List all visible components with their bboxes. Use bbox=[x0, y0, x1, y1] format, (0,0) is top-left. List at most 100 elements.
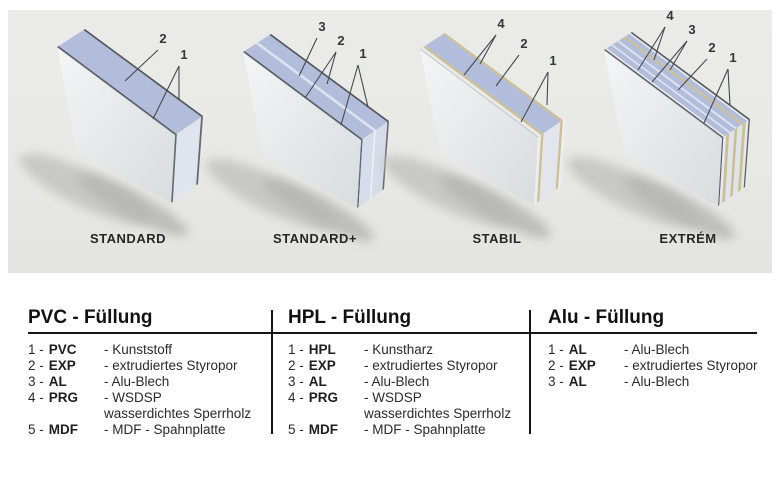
panel-side-face-layer bbox=[382, 121, 389, 191]
callout-line bbox=[152, 65, 180, 120]
panel-illustration-standard-plus: 321 bbox=[205, 19, 389, 242]
item-desc: - extrudiertes Styropor bbox=[364, 358, 498, 373]
panel-front-face bbox=[604, 50, 722, 206]
item-abbr: MDF bbox=[308, 422, 339, 437]
item-abbr: EXP bbox=[48, 358, 76, 373]
panel-top-face-layer bbox=[444, 31, 566, 121]
panel-top-face-layer bbox=[243, 51, 363, 141]
panel-side-face-layer bbox=[369, 129, 376, 200]
legend-item: 3 -AL - Alu-Blech bbox=[28, 374, 266, 390]
panel-side-face-layer bbox=[743, 119, 750, 188]
item-abbr: AL bbox=[308, 374, 327, 389]
panel-side-face-layer bbox=[558, 118, 566, 189]
item-key: 4 - PRG bbox=[288, 390, 364, 406]
panel-front-face bbox=[243, 52, 361, 208]
panel-front-face bbox=[420, 49, 538, 205]
legend-items: 1 -HPL - Kunstharz 2 -EXP - extrudiertes… bbox=[288, 342, 526, 438]
callout-number: 1 bbox=[729, 50, 736, 65]
callout-number: 2 bbox=[159, 31, 166, 46]
callout-line bbox=[326, 51, 337, 85]
panel-side-face-layer bbox=[719, 135, 727, 206]
callout-line bbox=[495, 54, 520, 87]
panel-side-face-layer bbox=[737, 121, 746, 192]
panel-top-face-layer bbox=[258, 34, 388, 130]
item-abbr: EXP bbox=[568, 358, 596, 373]
panel-top-face-layer bbox=[604, 49, 724, 138]
panel-side-face-layer bbox=[357, 138, 363, 208]
legend-item: 1 -HPL - Kunstharz bbox=[288, 342, 526, 358]
item-desc: wasserdichtes Sperrholz bbox=[104, 406, 252, 421]
panel-shadow bbox=[77, 173, 189, 237]
callout-number: 1 bbox=[180, 47, 187, 62]
panel-top-face-layer bbox=[630, 32, 750, 120]
item-key: 3 - AL bbox=[548, 374, 624, 390]
item-number: 1 - bbox=[28, 342, 44, 357]
legend-column-title: Alu - Füllung bbox=[548, 307, 665, 328]
panel-illustration-standard: 21 bbox=[19, 29, 203, 237]
legend-item: 2 -EXP - extrudiertes Styropor bbox=[288, 358, 526, 374]
panel-top-face-layer bbox=[425, 34, 561, 134]
callout-line bbox=[298, 37, 318, 77]
panel-label-stabil: STABIL bbox=[472, 231, 522, 246]
item-abbr: EXP bbox=[308, 358, 336, 373]
item-abbr: PVC bbox=[48, 342, 77, 357]
item-number: 3 - bbox=[548, 374, 564, 389]
callout-line bbox=[703, 68, 729, 124]
item-key bbox=[288, 406, 364, 422]
callout-number: 4 bbox=[666, 8, 674, 23]
item-abbr: AL bbox=[48, 374, 67, 389]
legend-divider-2 bbox=[529, 310, 531, 434]
item-number: 4 - bbox=[288, 390, 304, 405]
panel-shadow bbox=[263, 178, 375, 242]
item-abbr: AL bbox=[568, 374, 587, 389]
item-desc: - extrudiertes Styropor bbox=[624, 358, 758, 373]
item-desc: - Alu-Blech bbox=[104, 374, 170, 389]
callout-line bbox=[357, 64, 369, 108]
panel-edge-highlight bbox=[56, 46, 176, 136]
item-desc: - Kunststoff bbox=[104, 342, 173, 357]
legend-rule-horizontal bbox=[28, 332, 757, 334]
panel-edge-highlight bbox=[242, 51, 362, 141]
panel-side-face-layer bbox=[732, 123, 743, 196]
item-key: 5 -MDF bbox=[28, 422, 104, 438]
panel-top-face-layer bbox=[612, 41, 736, 133]
panel-side-face-layer bbox=[171, 133, 177, 203]
item-desc: - MDF - Spahnplatte bbox=[364, 422, 486, 437]
item-desc: - extrudiertes Styropor bbox=[104, 358, 238, 373]
legend-item-continuation: wasserdichtes Sperrholz bbox=[28, 406, 266, 422]
legend-column-title: HPL - Füllung bbox=[288, 307, 412, 328]
legend-column-alu: Alu - Füllung 1 -AL - Alu-Blech 2 -EXP -… bbox=[548, 306, 780, 390]
panel-side-face-layer bbox=[539, 121, 561, 202]
legend-item: 2 -EXP - extrudiertes Styropor bbox=[28, 358, 266, 374]
legend-item: 4 -PRG - WSDSP bbox=[28, 390, 266, 406]
panel-top-face-layer bbox=[83, 29, 203, 118]
item-number: 4 - bbox=[28, 390, 44, 405]
callout-line bbox=[463, 34, 497, 76]
item-key: 5 -MDF bbox=[288, 422, 364, 438]
panel-side-face-layer bbox=[534, 134, 542, 205]
item-abbr: PRG bbox=[48, 390, 79, 405]
callout-line bbox=[124, 49, 159, 82]
panel-side-face-layer bbox=[718, 137, 724, 206]
panel-top-face-layer bbox=[420, 47, 542, 137]
item-key: 2 -EXP bbox=[548, 358, 624, 374]
item-abbr: HPL bbox=[308, 342, 336, 357]
legend-item: 5 -MDF - MDF - Spahnplatte bbox=[288, 422, 526, 438]
legend-item: 1 - PVC - Kunststoff bbox=[28, 342, 266, 358]
panel-top-face-layer bbox=[629, 32, 749, 121]
panel-side-face-layer bbox=[172, 117, 202, 202]
legend-column-pvc: PVC - Füllung 1 -PVC - Kunststoff 2 -EXP… bbox=[28, 306, 266, 438]
panel-top-face-layer bbox=[423, 45, 544, 135]
item-abbr: PRG bbox=[308, 390, 339, 405]
callout-number: 3 bbox=[688, 22, 695, 37]
legend-item: 4 -PRG - WSDSP bbox=[288, 390, 526, 406]
item-key: 2 -EXP bbox=[28, 358, 104, 374]
callout-number: 1 bbox=[359, 46, 366, 61]
panel-side-face-layer bbox=[725, 129, 735, 202]
panel-side-face-layer bbox=[730, 127, 738, 198]
callout-line bbox=[637, 26, 666, 71]
item-key: 2 -EXP bbox=[288, 358, 364, 374]
